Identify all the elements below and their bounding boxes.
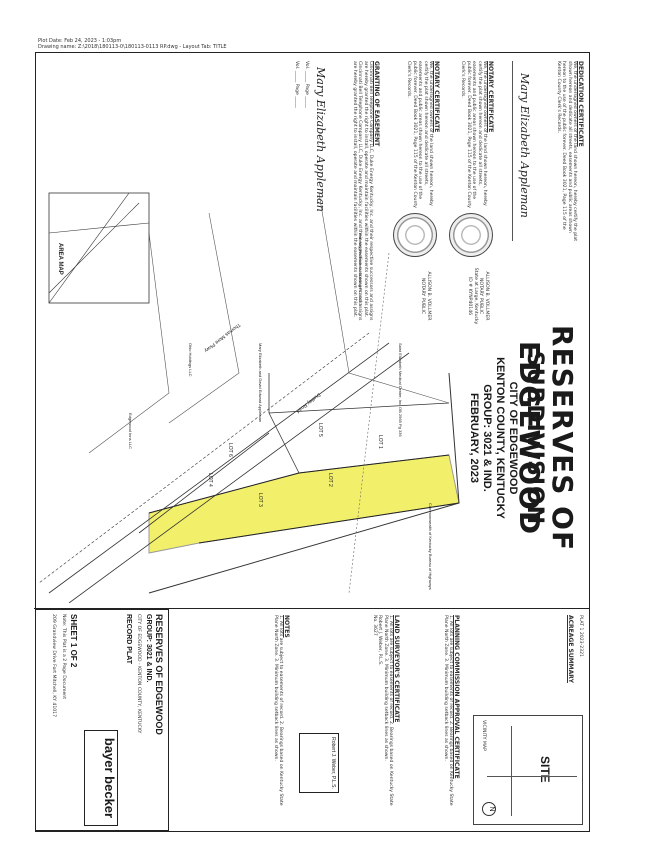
adjoiner-4: Mary Elizabeth and David Edward Appleman: [258, 343, 263, 422]
title-block: RESERVES OF EDGEWOOD GROUP: 3021 & IND. …: [35, 609, 169, 831]
notes-text: 1. All lots are subject to easements of …: [272, 615, 284, 806]
dedication-certificate: DEDICATION CERTIFICATE We, the undersign…: [555, 61, 584, 242]
tb-note: Note: This Plat is a 2 Page Document: [61, 614, 66, 700]
vol-page-a: Vol. _____ Page _____: [304, 61, 309, 108]
dedication-heading: DEDICATION CERTIFICATE: [577, 61, 584, 147]
adjoiner-2: Saint Elizabeth Medical Center, Inc. DB …: [398, 343, 403, 437]
signature-line: [512, 61, 513, 241]
vicinity-map: VICINITY MAP SITE N: [473, 715, 583, 825]
vol-page-b: Vol. _____ Page _____: [294, 61, 299, 108]
vicinity-map-label: VICINITY MAP: [481, 720, 486, 751]
stamp-name: Robert J. Weber, P.L.S.: [330, 737, 336, 789]
surveyor-certificate: LAND SURVEYOR'S CERTIFICATE 1. All lots …: [371, 615, 400, 815]
lot-1-label: LOT 1: [377, 435, 383, 449]
surveyor-stamp: Robert J. Weber, P.L.S.: [299, 733, 339, 793]
county-line: KENTON COUNTY, KENTUCKY: [494, 357, 506, 519]
plat-sheet: RESERVES OF EDGEWOOD SUBDIVISION CITY OF…: [34, 52, 590, 832]
notary-name: ALLISON B. VOLLMER: [484, 271, 489, 321]
tb-address: 209 Grandview Drive Fort Mitchell, KY 41…: [51, 614, 56, 718]
acreage-summary: ACREAGE SUMMARY: [567, 615, 574, 705]
surveyor-number: No. 3627: [371, 615, 377, 636]
adjoiner-6: Edgewood Inns LLC: [128, 413, 133, 449]
adjoiner-5: Ohio Holdings LLC: [188, 343, 193, 377]
tb-group: GROUP: 3021 & IND.: [145, 614, 152, 683]
city-line: CITY OF EDGEWOOD: [507, 381, 519, 495]
lot-3-label: LOT 3: [257, 493, 263, 507]
plat-drawing: LOT 1 LOT 2 LOT 3 LOT 4 LOT 5 LOT 6 Dudl…: [39, 192, 460, 603]
notes-block: NOTES 1. All lots are subject to easemen…: [272, 615, 290, 815]
surveyor-text: 1. All lots are subject to easements of …: [382, 615, 394, 806]
tb-project: RESERVES OF EDGEWOOD: [154, 614, 164, 735]
lot-4-label: LOT 4: [207, 473, 213, 487]
notes-heading: NOTES: [283, 615, 290, 638]
site-label: SITE: [538, 756, 552, 783]
tb-city: CITY OF EDGEWOOD - KENTON COUNTY, KENTUC…: [136, 614, 141, 734]
plot-date: Plot Date: Feb 24, 2023 - 1:03pm: [38, 38, 122, 44]
planning-text: 1. All lots are subject to easements of …: [442, 615, 454, 806]
highlighted-lot: [148, 454, 460, 554]
dedication-text: We, the undersigned owners of the land s…: [555, 61, 578, 242]
area-map-label: AREA MAP: [57, 243, 63, 275]
notary-state: State at Large, Kentucky: [472, 267, 478, 325]
north-arrow-icon: N: [482, 802, 496, 816]
adjoiner-3: Parkway Professional Building P.D. 1057: [358, 233, 363, 306]
lot-5-label: LOT 5: [317, 423, 323, 437]
print-header: Plot Date: Feb 24, 2023 - 1:03pm Drawing…: [38, 38, 227, 50]
planning-approval: PLANNING COMMISSION APPROVAL CERTIFICATE…: [442, 615, 460, 815]
owner-signature: Mary Elizabeth Appleman: [518, 73, 531, 218]
lot-6-label: LOT 6: [227, 443, 233, 457]
notary-stamp-text: ALLISON B. VOLLMER NOTARY PUBLIC State a…: [467, 261, 489, 331]
acreage-heading: ACREAGE SUMMARY: [567, 615, 574, 683]
tb-sheet: SHEET 1 OF 2: [69, 614, 78, 668]
lot-2-label: LOT 2: [327, 473, 333, 487]
plat-subtitle: SUBDIVISION: [522, 350, 547, 526]
boundary-line: [148, 372, 460, 594]
date-line: FEBRUARY, 2023: [468, 392, 480, 484]
planning-heading: PLANNING COMMISSION APPROVAL CERTIFICATE: [453, 615, 460, 779]
area-map-frame: [48, 192, 150, 304]
firm-logo: bayer becker: [84, 730, 118, 826]
group-line: GROUP: 3021 & IND.: [481, 384, 493, 492]
road2-label: Thomas More Pkwy: [203, 321, 242, 353]
adjoiner-1: Commonwealth of Kentucky Bureau of Highw…: [428, 503, 433, 590]
notary-heading: NOTARY CERTIFICATE: [487, 61, 494, 133]
tb-doc-type: RECORD PLAT: [125, 614, 132, 665]
drawing-name: Drawing name: Z:\2018\180113-0\180113-01…: [38, 44, 227, 50]
surveyor-heading: LAND SURVEYOR'S CERTIFICATE: [393, 615, 400, 723]
plat-id: PLAT 1 2023-2321: [578, 615, 583, 657]
